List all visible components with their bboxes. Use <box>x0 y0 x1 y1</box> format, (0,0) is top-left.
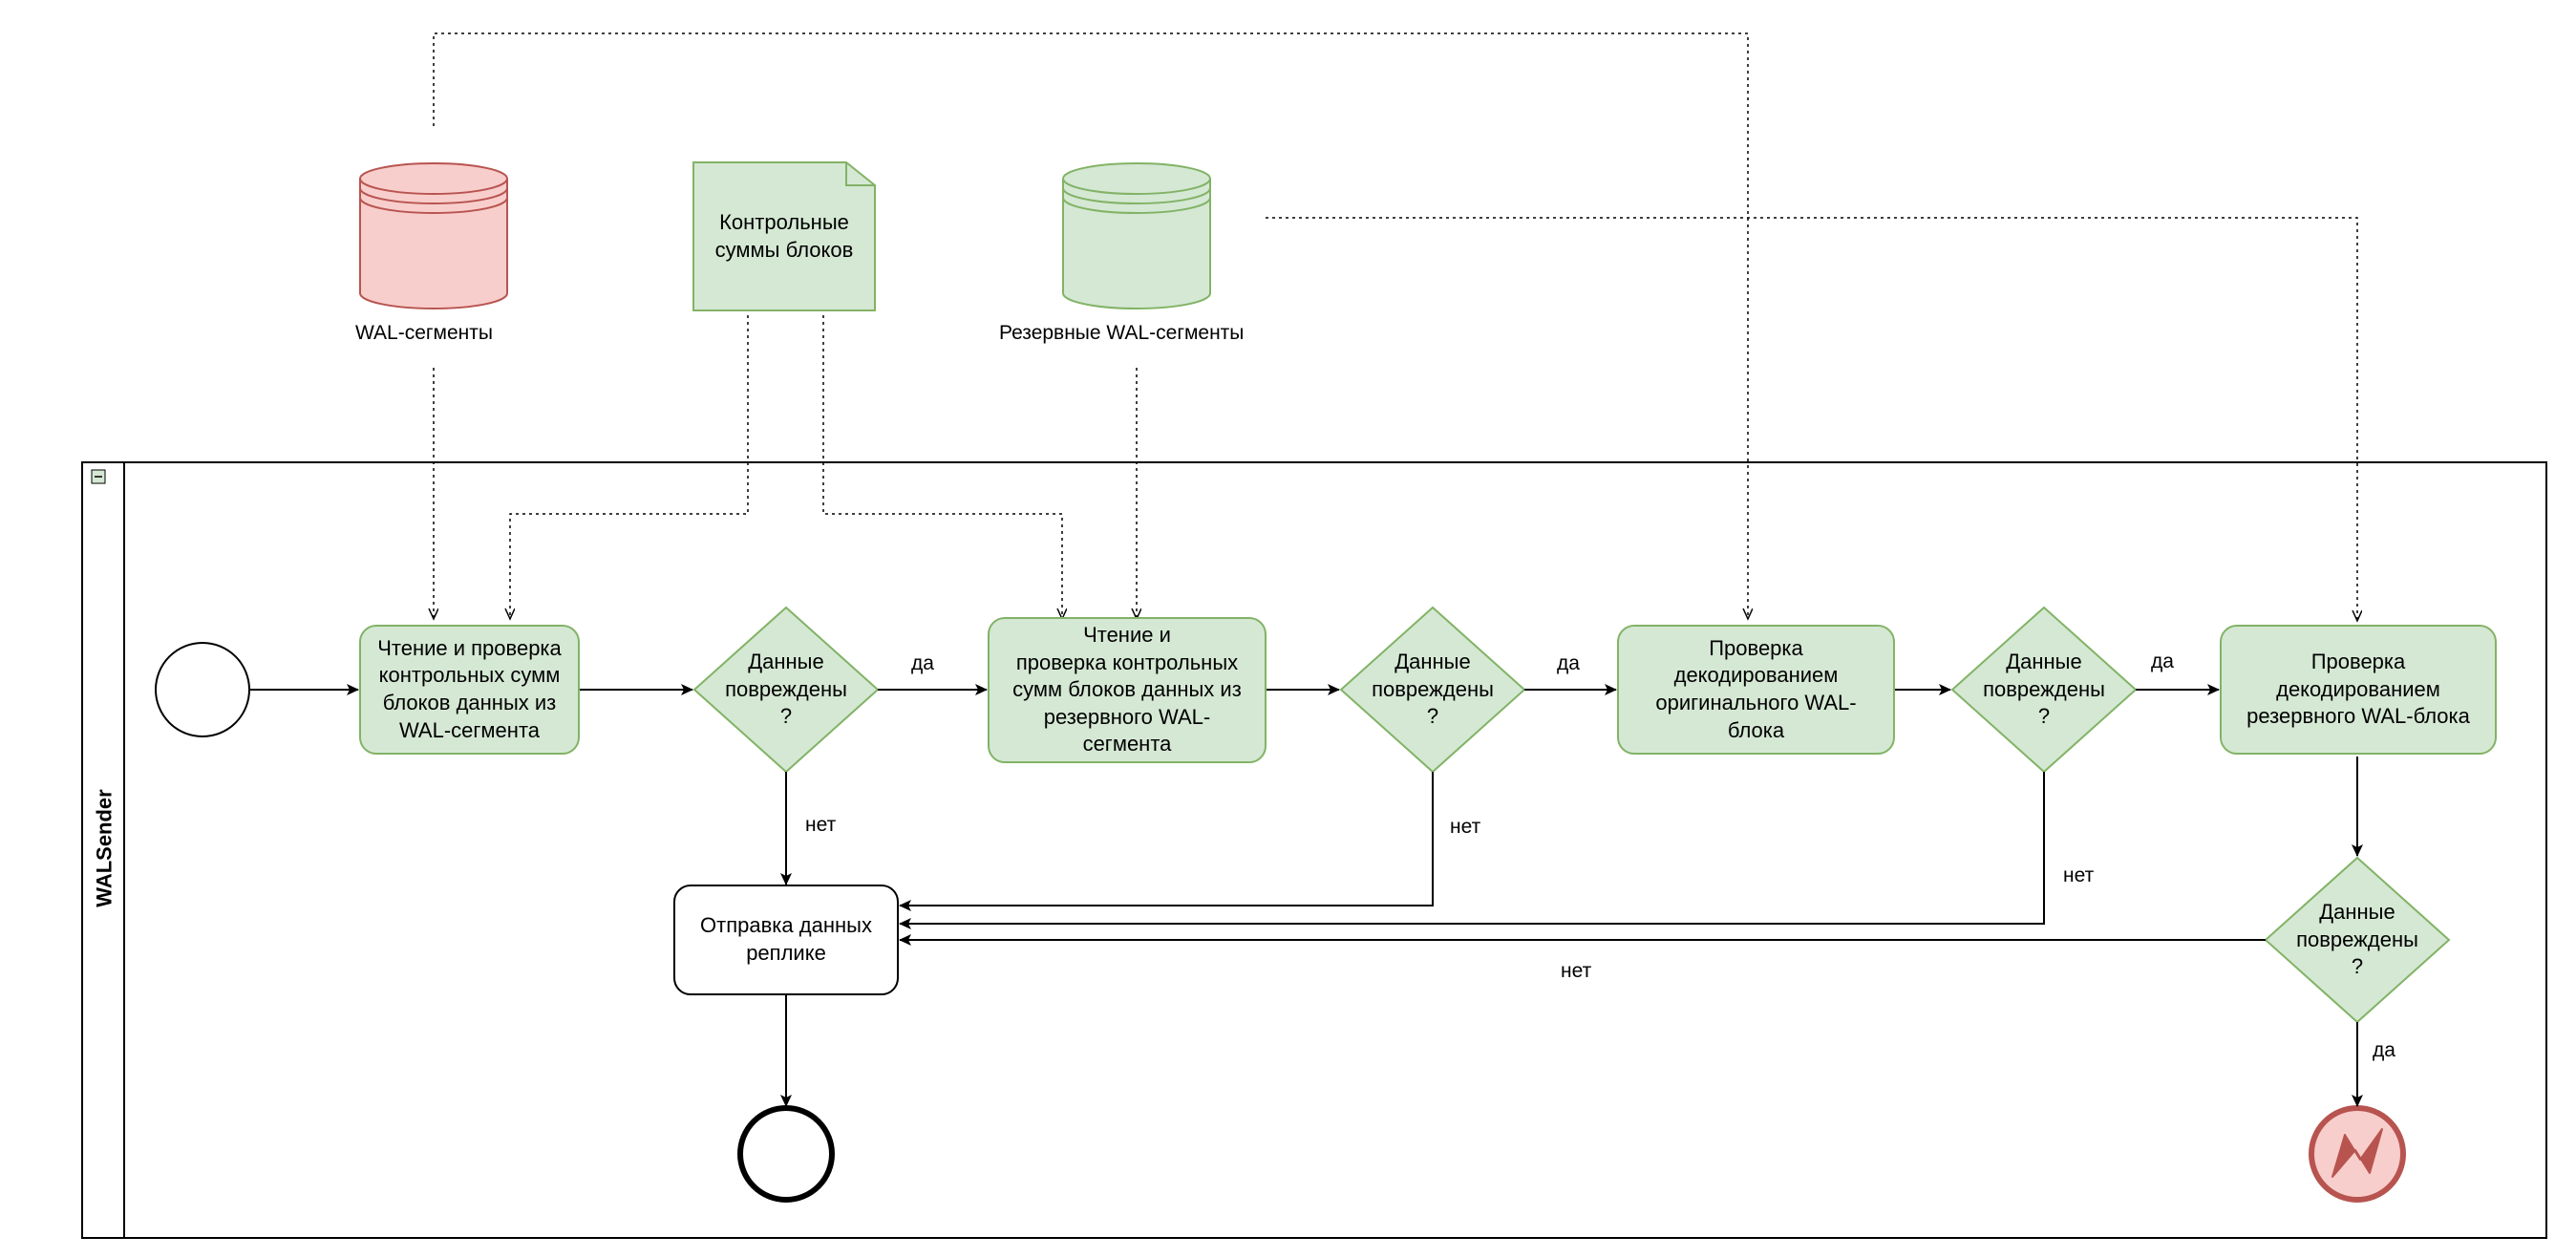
backup-wal-segments-label: Резервные WAL-сегменты <box>999 322 1245 344</box>
gw4-no-label: нет <box>1561 960 1592 982</box>
end-event[interactable] <box>737 1105 835 1203</box>
gw1-yes-label: да <box>911 652 934 674</box>
checksums-fold-icon <box>845 162 875 186</box>
backup-wal-segments-store-icon[interactable] <box>1062 162 1211 309</box>
gw1-no-label: нет <box>805 814 837 836</box>
pool <box>81 461 2547 1239</box>
gw3-yes-label: да <box>2151 650 2174 672</box>
assoc-wal-to-decode-original <box>433 32 1748 619</box>
flow-gw3-no <box>899 772 2045 929</box>
gateway-2-label: Данные повреждены ? <box>1372 650 1494 729</box>
gateway-3-label: Данные повреждены ? <box>1983 650 2105 729</box>
lightning-icon <box>2331 1128 2383 1178</box>
task-decode-backup[interactable]: Проверка декодированием резервного WAL-б… <box>2220 625 2497 755</box>
gw4-yes-label: да <box>2373 1039 2395 1061</box>
error-end-event[interactable] <box>2309 1105 2406 1203</box>
lane-title: WALSender <box>93 789 117 907</box>
start-event[interactable] <box>155 642 250 737</box>
wal-segments-store-icon[interactable] <box>359 162 508 309</box>
task-decode-original[interactable]: Проверка декодированием оригинального WA… <box>1617 625 1895 755</box>
gateway-4-label: Данные повреждены ? <box>2296 900 2418 979</box>
wal-segments-label: WAL-сегменты <box>355 322 493 344</box>
gw2-yes-label: да <box>1557 652 1580 674</box>
checksums-document-icon[interactable] <box>692 161 876 311</box>
assoc-checksums-to-read <box>510 315 749 619</box>
gateway-1-label: Данные повреждены ? <box>725 650 847 729</box>
assoc-backup-to-decode-backup <box>1266 217 2357 621</box>
task-read-check-backup[interactable]: Чтение и проверка контрольных сумм блоко… <box>988 617 1267 763</box>
checksums-label: Контрольные суммы блоков <box>714 210 854 262</box>
assoc-checksums-to-read-backup <box>822 315 1062 619</box>
gw2-no-label: нет <box>1450 816 1481 838</box>
task-read-check[interactable]: Чтение и проверка контрольных сумм блоко… <box>359 625 580 755</box>
task-send-replica[interactable]: Отправка данных реплике <box>673 885 899 995</box>
collapse-icon[interactable] <box>91 469 106 484</box>
gw3-no-label: нет <box>2063 864 2095 886</box>
flow-gw2-no <box>899 772 1434 911</box>
